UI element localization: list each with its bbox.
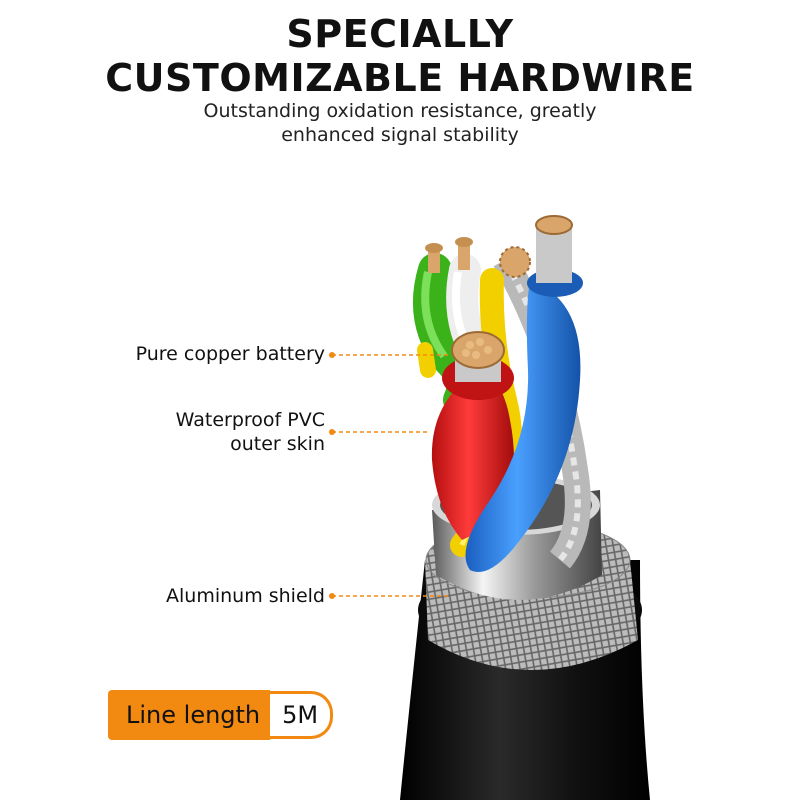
line-length-label: Line length [108, 690, 271, 740]
subheading-line-1: Outstanding oxidation resistance, greatl… [203, 100, 597, 122]
blue-wire [465, 215, 583, 572]
callout-shield: Aluminum shield [166, 585, 325, 607]
callout-lines [332, 354, 450, 597]
subheading-line-2: enhanced signal stability [281, 124, 519, 146]
copper-core-bundle [451, 331, 505, 382]
heading-line-1: SPECIALLY [286, 12, 514, 56]
callout-copper: Pure copper battery [135, 343, 325, 365]
callout-pvc-line-2: outer skin [230, 433, 325, 455]
line-length-value: 5M [270, 691, 334, 739]
callout-dots [329, 352, 335, 599]
callout-pvc-line-1: Waterproof PVC [175, 409, 325, 431]
copper-strand-top [499, 246, 531, 278]
heading-line-2: CUSTOMIZABLE HARDWIRE [105, 56, 695, 100]
line-length-badge: Line length 5M [108, 690, 334, 740]
